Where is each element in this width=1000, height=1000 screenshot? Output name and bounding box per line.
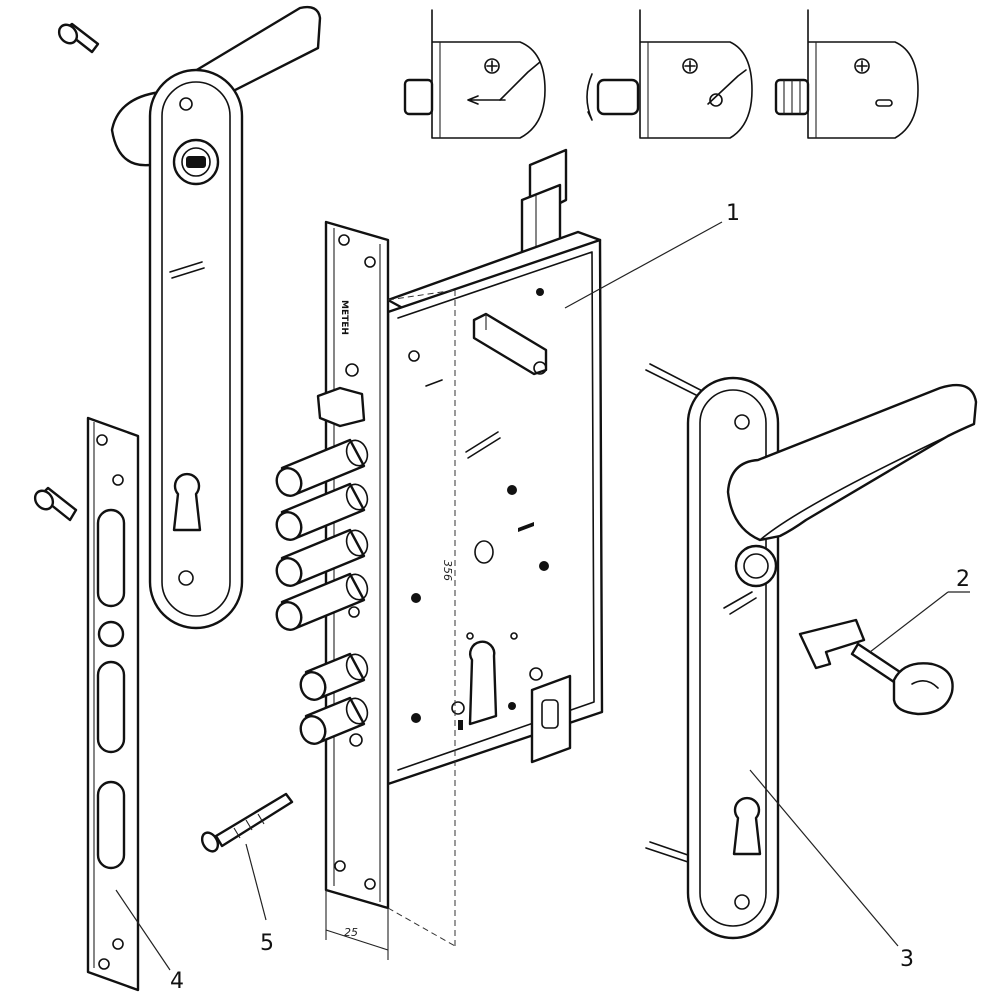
callout-5: 5 (260, 931, 274, 956)
callout-2: 2 (956, 567, 970, 592)
deadbolt-6 (299, 696, 369, 745)
screw-top-icon (57, 22, 100, 54)
left-handle-plate (110, 5, 322, 630)
deadbolt-5 (299, 652, 369, 701)
deadbolt-group (275, 438, 369, 745)
deadbolt-1 (275, 438, 369, 497)
callout-3: 3 (900, 947, 914, 972)
inset-detail-3 (774, 9, 919, 139)
lock-body (386, 148, 604, 786)
dimension-lines: 356 25 (325, 289, 456, 960)
callout-4: 4 (170, 969, 184, 994)
deadbolt-3 (275, 528, 369, 587)
right-handle-plate (645, 363, 978, 940)
deadbolt-4 (275, 572, 369, 631)
dimension-height-label: 356 (441, 560, 454, 581)
inset-detail-1 (403, 9, 546, 139)
screw-mid-icon (33, 486, 78, 522)
inset-detail-2 (586, 9, 753, 139)
faceplate-brand-text: METEH (339, 300, 349, 335)
long-screw (200, 792, 294, 853)
callouts: 1 2 3 4 5 (115, 201, 970, 994)
dimension-backset-label: 25 (344, 926, 358, 939)
strike-plate (86, 416, 140, 992)
latch-bolt (316, 386, 366, 428)
deadbolt-2 (275, 482, 369, 541)
key-icon (798, 618, 954, 716)
callout-1: 1 (726, 201, 740, 226)
